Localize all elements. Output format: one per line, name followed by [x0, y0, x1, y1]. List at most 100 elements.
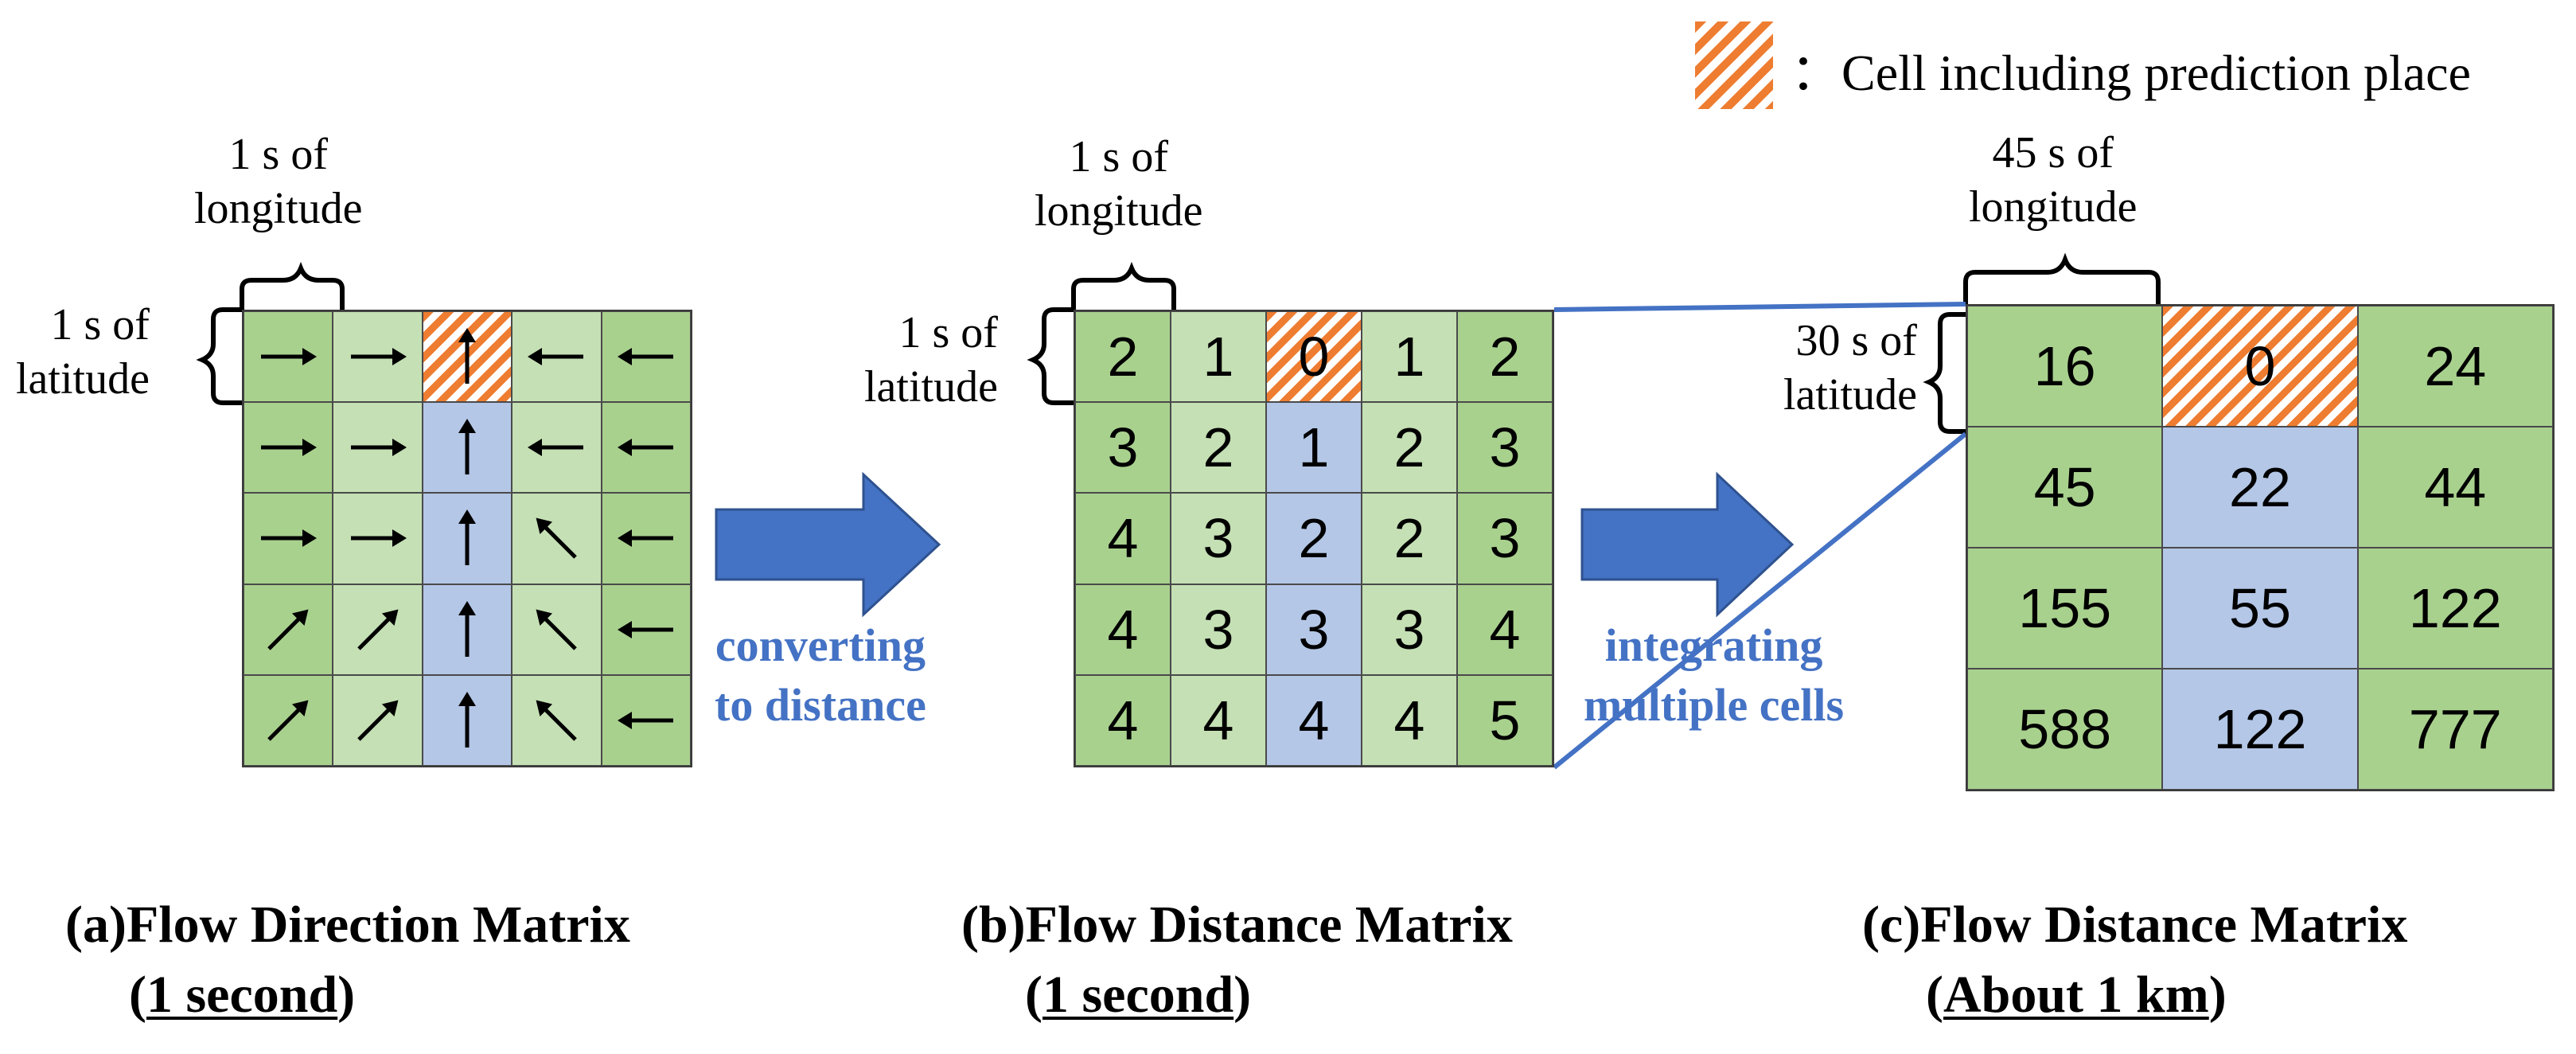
right-arrow-icon [350, 439, 407, 457]
matrix-cell: 3 [1075, 402, 1171, 494]
right-arrow-icon [261, 348, 318, 366]
matrix-cell [601, 584, 691, 675]
cell-value: 122 [2213, 698, 2307, 760]
legend-hatch-swatch [1695, 21, 1773, 109]
cell-value: 24 [2424, 335, 2487, 397]
caption-c-title: (c)Flow Distance Matrix [1862, 896, 2408, 954]
matrix-cell [512, 674, 602, 766]
right-arrow-icon [261, 529, 318, 548]
matrix-cell: 3 [1266, 584, 1362, 675]
left-arrow-icon [617, 529, 673, 548]
up-arrow-icon [458, 600, 476, 657]
cell-value: 2 [1489, 326, 1521, 388]
panel-b-lon-line2: longitude [1035, 186, 1203, 236]
cell-value: 4 [1107, 598, 1139, 661]
up-arrow-icon [458, 509, 476, 566]
caption-b-title: (b)Flow Distance Matrix [961, 896, 1513, 954]
matrix-cell: 2 [1266, 493, 1362, 584]
flow-direction-matrix [242, 310, 692, 767]
matrix-cell [244, 402, 333, 494]
caption-c: (c)Flow Distance Matrix (About 1 km) [1862, 890, 2407, 1030]
panel-c-lat-line2: latitude [1783, 370, 1917, 420]
cell-value: 122 [2408, 577, 2502, 639]
matrix-cell [422, 402, 512, 494]
prediction-cell: 0 [2162, 306, 2358, 427]
prediction-cell [422, 311, 512, 403]
matrix-cell [601, 493, 691, 584]
cell-value: 3 [1298, 598, 1330, 661]
matrix-cell [422, 674, 512, 766]
panel-b-longitude-brace [1071, 261, 1176, 310]
panel-b-latitude-brace [1027, 307, 1074, 405]
matrix-cell: 3 [1457, 493, 1553, 584]
matrix-cell: 16 [1967, 306, 2163, 427]
matrix-cell: 2 [1171, 402, 1266, 494]
matrix-cell: 45 [1967, 427, 2163, 548]
cell-value: 3 [1202, 507, 1234, 570]
matrix-cell [601, 402, 691, 494]
cell-value: 4 [1489, 598, 1521, 661]
caption-b-close: ) [1233, 965, 1252, 1024]
up-arrow-icon [458, 328, 476, 385]
matrix-cell: 4 [1171, 674, 1266, 766]
cell-value: 3 [1489, 416, 1521, 479]
matrix-cell: 1 [1362, 311, 1457, 403]
matrix-cell: 4 [1075, 674, 1171, 766]
cell-value: 55 [2229, 577, 2291, 639]
matrix-cell: 24 [2357, 306, 2553, 427]
left-arrow-icon [528, 439, 584, 457]
left-arrow-icon [617, 620, 673, 638]
matrix-cell: 4 [1075, 493, 1171, 584]
zoom-line-bottom [1553, 431, 1967, 770]
panel-c-longitude-brace [1963, 252, 2161, 304]
matrix-cell: 4 [1266, 674, 1362, 766]
up-left-arrow-icon [536, 518, 578, 560]
caption-a-subtitle: (1 second) [65, 960, 630, 1030]
up-right-arrow-icon [267, 609, 309, 650]
prediction-cell: 0 [1266, 311, 1362, 403]
cell-value: 3 [1202, 598, 1234, 661]
panel-a-lat-line1: 1 s of [50, 300, 150, 349]
matrix-cell: 155 [1967, 548, 2163, 669]
panel-b-lat-line2: latitude [864, 362, 998, 412]
panel-c-lat-line1: 30 s of [1795, 316, 1917, 365]
matrix-cell [244, 311, 333, 403]
left-arrow-icon [528, 348, 584, 366]
matrix-cell: 588 [1967, 669, 2163, 790]
legend-colon: ： [1791, 45, 1841, 101]
up-left-arrow-icon [536, 609, 578, 650]
panel-b-lon-line1: 1 s of [1069, 132, 1168, 182]
caption-b: (b)Flow Distance Matrix (1 second) [961, 890, 1513, 1030]
caption-c-open: ( [1926, 965, 1943, 1024]
panel-a-lon-line1: 1 s of [228, 130, 328, 179]
cell-value: 2 [1202, 416, 1234, 479]
matrix-cell: 2 [1075, 311, 1171, 403]
matrix-cell [333, 493, 423, 584]
up-right-arrow-icon [267, 700, 309, 741]
matrix-cell [422, 584, 512, 675]
matrix-cell: 55 [2162, 548, 2358, 669]
block-arrow-right-icon [1580, 471, 1795, 618]
up-right-arrow-icon [357, 609, 399, 650]
right-arrow-icon [350, 529, 407, 548]
cell-value: 4 [1107, 689, 1139, 751]
zoom-line-top [1553, 302, 1966, 312]
right-arrow-icon [350, 348, 407, 366]
left-arrow-icon [617, 348, 673, 366]
panel-c-latitude-brace [1923, 312, 1966, 434]
up-arrow-icon [458, 419, 476, 475]
legend-text: ：Cell including prediction place [1791, 32, 2471, 105]
matrix-cell [333, 311, 423, 403]
caption-a-resolution: 1 second [146, 965, 338, 1024]
cell-value: 2 [1298, 507, 1330, 570]
matrix-cell: 1 [1171, 311, 1266, 403]
matrix-cell [512, 493, 602, 584]
matrix-cell: 122 [2357, 548, 2553, 669]
caption-a-close: ) [337, 965, 356, 1024]
